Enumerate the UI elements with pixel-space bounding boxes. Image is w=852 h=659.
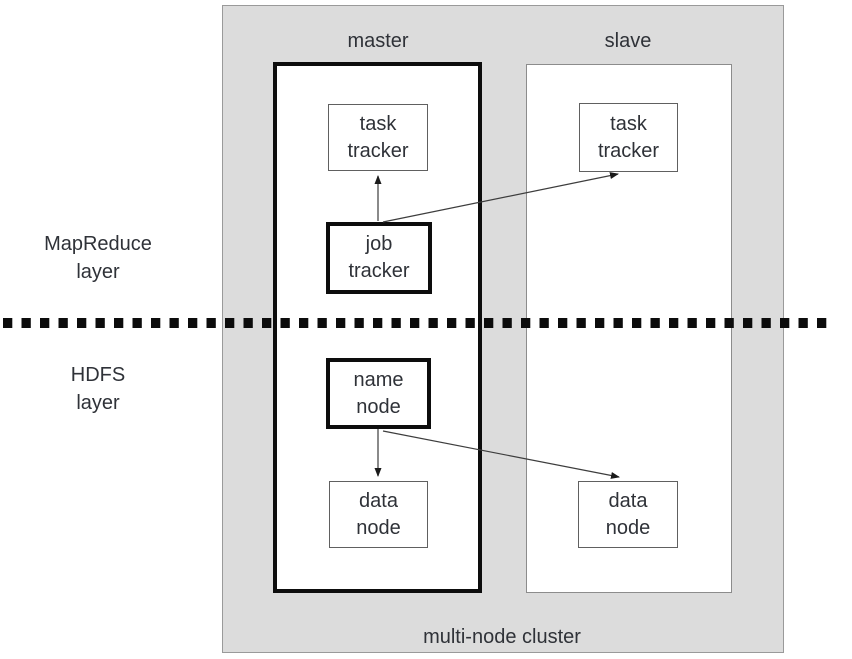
hdfs-layer-label: HDFS layer xyxy=(70,364,126,414)
slave-column-label: slave xyxy=(604,30,652,52)
multi-node-cluster-label: multi-node cluster xyxy=(423,626,581,648)
job-tracker-label: job tracker xyxy=(348,233,410,282)
job-tracker-node: job tracker xyxy=(326,222,432,294)
data-node-slave-node: data node xyxy=(578,481,678,548)
mapreduce-layer-label: MapReduce layer xyxy=(44,233,152,283)
name-node-label: name node xyxy=(353,368,404,418)
master-column-label: master xyxy=(347,30,409,52)
name-node-node: name node xyxy=(326,358,431,429)
data-node-slave-label: data node xyxy=(605,489,651,539)
data-node-master-node: data node xyxy=(329,481,428,548)
task-tracker-master-node: task tracker xyxy=(328,104,428,171)
task-tracker-slave-node: task tracker xyxy=(579,103,678,172)
task-tracker-master-label: task tracker xyxy=(347,112,409,162)
task-tracker-slave-label: task tracker xyxy=(597,112,660,162)
data-node-master-label: data node xyxy=(356,489,401,539)
